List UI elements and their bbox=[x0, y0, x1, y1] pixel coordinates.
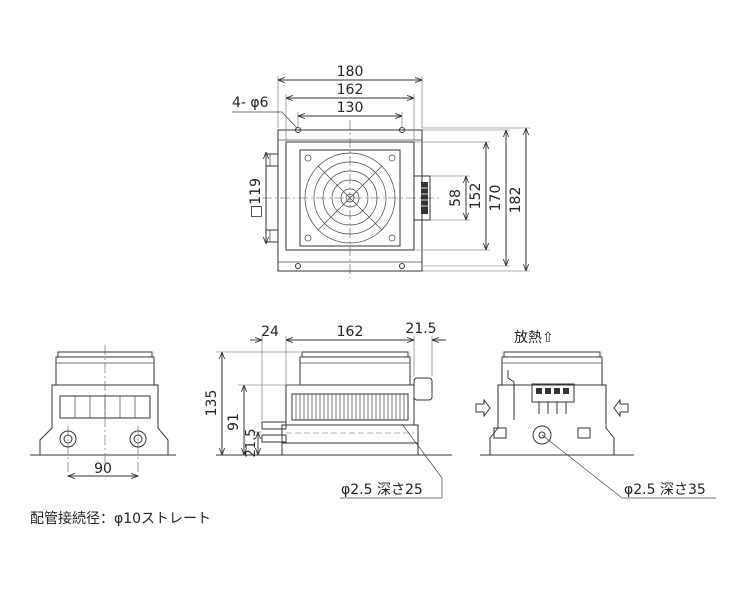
dim-height-170: 170 bbox=[488, 185, 504, 212]
right-hole-note: φ2.5 深さ35 bbox=[624, 482, 706, 498]
drain-port bbox=[532, 425, 552, 445]
front-view: 162 24 21.5 135 91 21.5 φ2.5 深さ25 bbox=[204, 321, 452, 499]
dim-21-5-top: 21.5 bbox=[405, 321, 436, 337]
dim-162: 162 bbox=[337, 324, 364, 340]
terminal-box bbox=[413, 175, 431, 221]
pipe-fitting bbox=[261, 421, 287, 430]
dim-width-180: 180 bbox=[337, 64, 364, 80]
pipe-fitting bbox=[261, 434, 287, 443]
dim-height-152: 152 bbox=[468, 183, 484, 210]
holes-label: 4- φ6 bbox=[232, 95, 269, 111]
front-hole-note: φ2.5 深さ25 bbox=[341, 482, 423, 498]
dim-width-162: 162 bbox=[337, 82, 364, 98]
dim-24: 24 bbox=[261, 324, 279, 340]
cable bbox=[507, 370, 515, 420]
right-body bbox=[489, 384, 615, 456]
pipe-fitting bbox=[493, 427, 507, 439]
fin-hatch bbox=[291, 393, 409, 421]
pipe-fitting bbox=[577, 427, 591, 439]
dim-135: 135 bbox=[204, 390, 220, 417]
fan-size-label: □119 bbox=[248, 178, 264, 218]
mount-hole bbox=[295, 263, 301, 269]
heat-label: 放熱⇧ bbox=[514, 330, 554, 346]
left-side-view: 90 bbox=[30, 345, 176, 480]
top-view: 180 162 130 4- φ6 □119 58 152 170 182 bbox=[232, 64, 530, 278]
right-side-view: 放熱⇧ φ2.5 深さ35 bbox=[475, 330, 716, 499]
terminal-block bbox=[531, 383, 575, 414]
dim-height-58: 58 bbox=[448, 189, 464, 207]
airflow-in-arrow-right bbox=[613, 398, 629, 418]
dim-height-182: 182 bbox=[508, 187, 524, 214]
dim-width-130: 130 bbox=[337, 100, 364, 116]
left-body bbox=[39, 384, 169, 456]
dim-21-5-side: 21.5 bbox=[244, 429, 259, 458]
airflow-in-arrow-left bbox=[475, 398, 491, 418]
dim-91: 91 bbox=[226, 413, 242, 431]
dim-90: 90 bbox=[94, 461, 112, 477]
front-body bbox=[285, 384, 415, 426]
terminal-box-side bbox=[413, 377, 433, 401]
mount-hole bbox=[399, 263, 405, 269]
footer-note: 配管接続径：φ10ストレート bbox=[30, 511, 212, 527]
